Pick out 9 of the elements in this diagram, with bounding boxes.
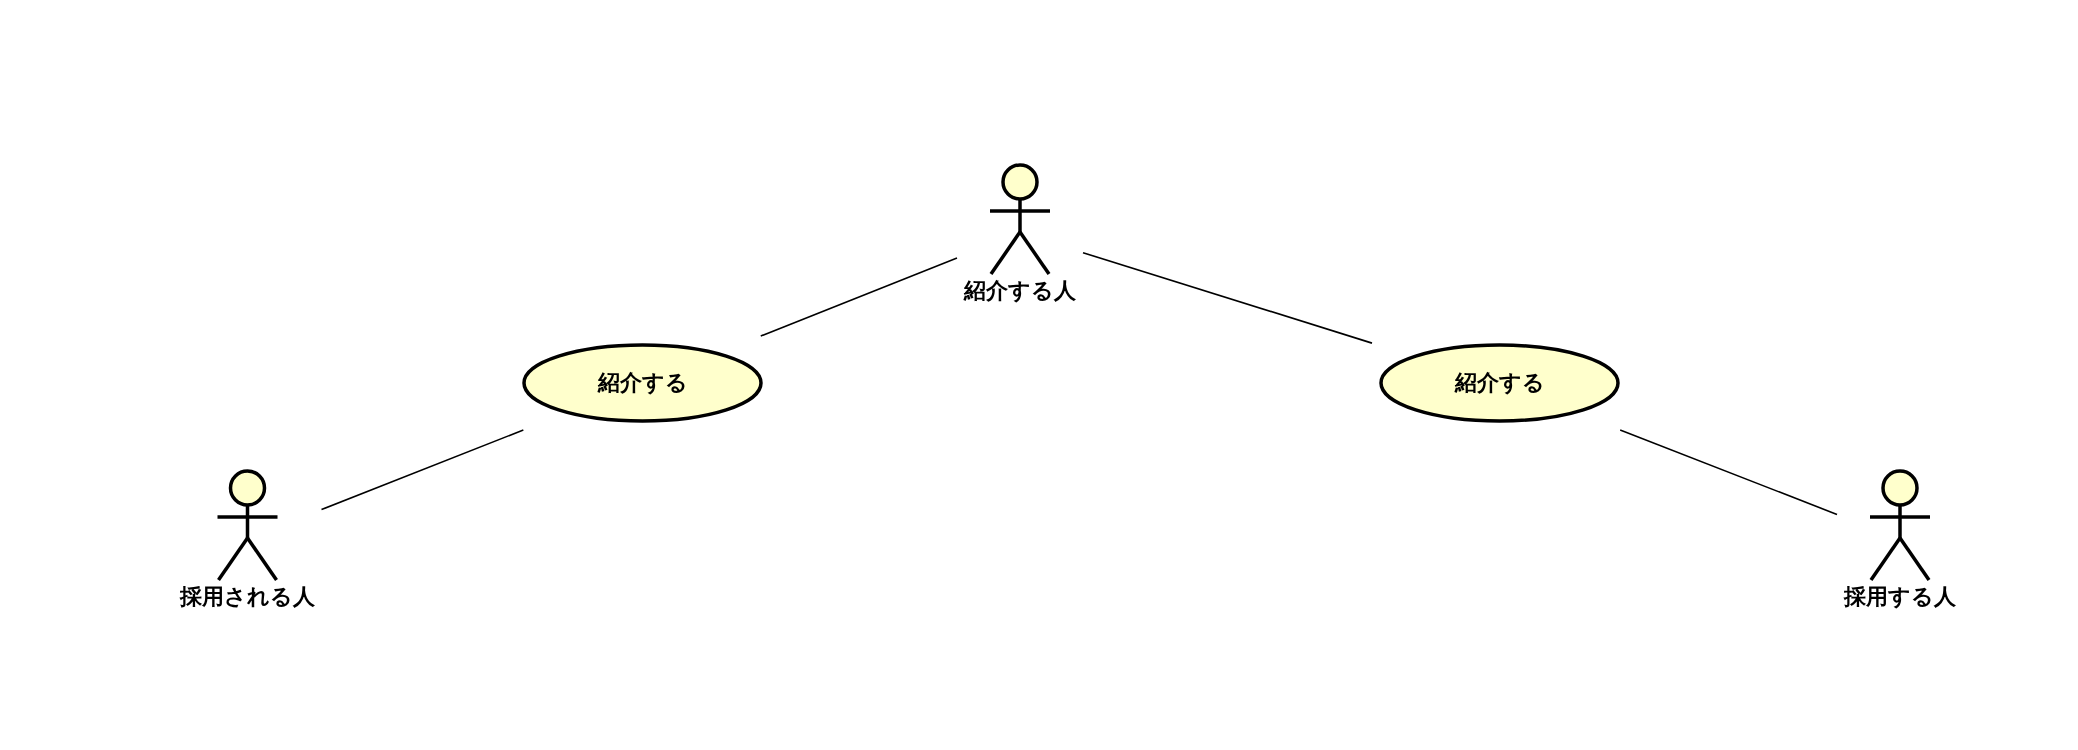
actor-label: 紹介する人 [964, 278, 1076, 304]
use-case-label: 紹介する [1454, 370, 1545, 396]
actor-label: 採用される人 [179, 584, 315, 610]
association-line [760, 257, 958, 337]
actor-label: 採用する人 [1844, 584, 1956, 610]
association-line [320, 429, 525, 511]
use-case-label: 紹介する [597, 370, 688, 396]
association-line [1082, 251, 1373, 344]
association-line [1619, 429, 1838, 516]
